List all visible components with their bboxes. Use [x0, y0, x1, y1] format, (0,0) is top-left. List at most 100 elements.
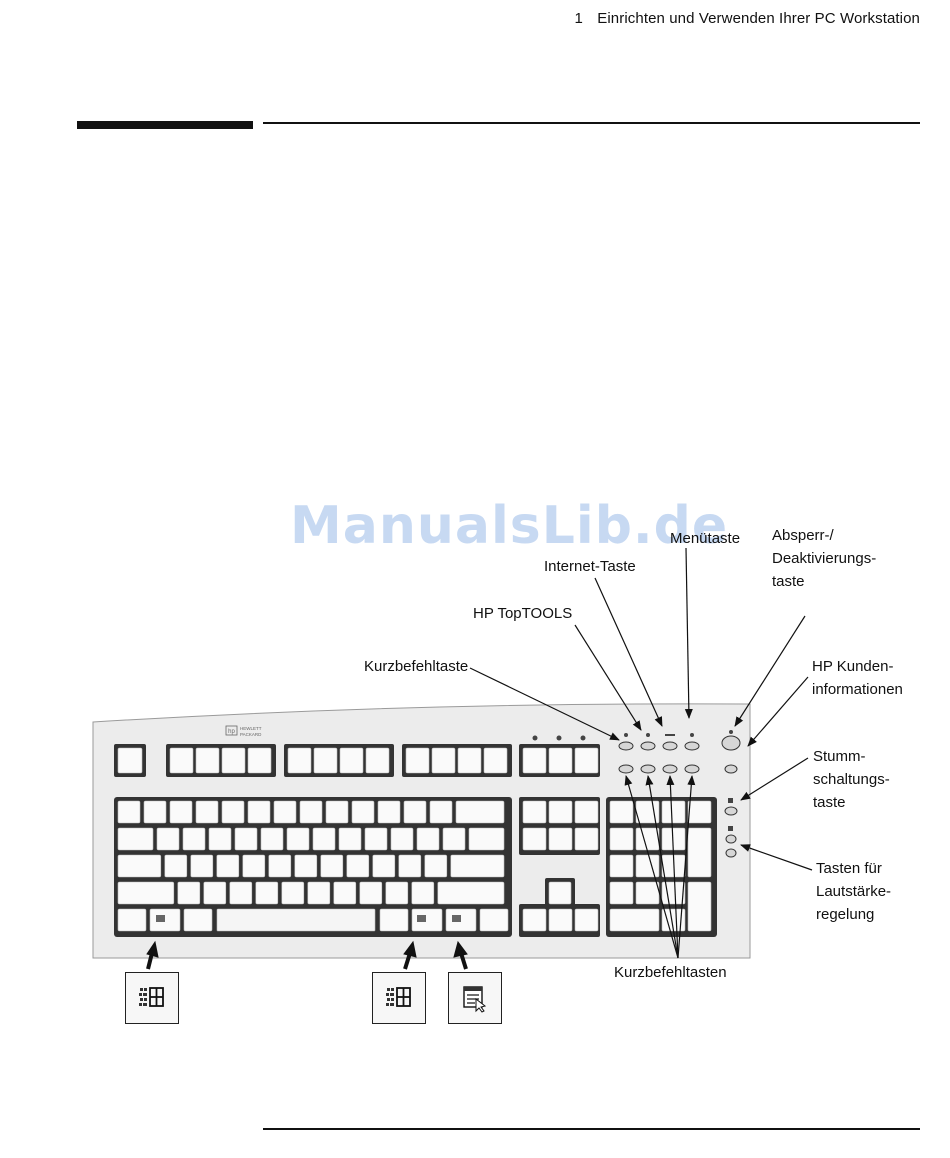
keycap	[269, 855, 291, 877]
menu-key-glyph	[452, 915, 461, 922]
keycap	[484, 748, 507, 773]
keycap	[399, 855, 421, 877]
keycap	[248, 748, 271, 773]
keycap	[688, 828, 711, 877]
keycap	[282, 882, 304, 904]
keycap	[334, 882, 356, 904]
keycap	[412, 882, 434, 904]
keycap	[430, 801, 452, 823]
label-kurzbefehltasten: Kurzbefehltasten	[614, 961, 727, 984]
shortcut-indicator-4	[690, 733, 694, 737]
keycap	[523, 801, 546, 823]
label-laut-line1: Tasten für	[816, 857, 882, 880]
keycap	[391, 828, 413, 850]
kunden-callout	[748, 677, 808, 746]
keycap	[347, 855, 369, 877]
windows-key-glyph-left	[156, 915, 165, 922]
lock-button	[722, 736, 740, 750]
keycap	[366, 748, 389, 773]
keycap	[118, 855, 161, 877]
keycap	[118, 748, 142, 773]
label-kunden-line2: informationen	[812, 678, 903, 701]
volume-down-button	[726, 849, 736, 857]
keycap	[178, 882, 200, 904]
label-stumm-line2: schaltungs-	[813, 768, 890, 791]
keycap	[523, 828, 546, 850]
keycap	[222, 801, 244, 823]
keycap	[549, 882, 571, 904]
keycap	[451, 855, 504, 877]
keycap	[274, 801, 296, 823]
keycap	[144, 801, 166, 823]
keycap	[196, 748, 219, 773]
keycap	[549, 828, 572, 850]
keycap	[321, 855, 343, 877]
label-laut-line2: Lautstärke-	[816, 880, 891, 903]
keycap	[288, 748, 311, 773]
volume-up-button	[726, 835, 736, 843]
svg-text:hp: hp	[228, 729, 235, 735]
menutaste-callout	[686, 548, 689, 718]
lock-indicator	[729, 730, 733, 734]
shortcut-indicator-3	[665, 734, 675, 736]
keycap	[360, 882, 382, 904]
keycap	[217, 855, 239, 877]
keycap	[523, 909, 546, 931]
keycap	[425, 855, 447, 877]
brand-line2: PACKARD	[240, 732, 262, 737]
keycap	[287, 828, 309, 850]
keycap	[248, 801, 270, 823]
keycap	[443, 828, 465, 850]
keycap	[365, 828, 387, 850]
keycap	[417, 828, 439, 850]
shortcut-button-1	[619, 742, 633, 750]
keycap	[170, 748, 193, 773]
keycap	[243, 855, 265, 877]
keycap	[191, 855, 213, 877]
keycap	[118, 801, 140, 823]
keycap	[326, 801, 348, 823]
keycap	[636, 828, 659, 850]
keycap	[222, 748, 245, 773]
keycap	[438, 882, 504, 904]
keycap	[184, 909, 212, 931]
spacebar	[217, 909, 375, 931]
label-absperr-line2: Deaktivierungs-	[772, 547, 876, 570]
label-stumm-line1: Stumm-	[813, 745, 866, 768]
keycap	[308, 882, 330, 904]
keycap	[480, 909, 508, 931]
label-hp-toptools: HP TopTOOLS	[473, 602, 572, 625]
stumm-callout	[741, 758, 808, 800]
keycap	[204, 882, 226, 904]
absperr-callout	[735, 616, 805, 726]
keycap	[432, 748, 455, 773]
shortcut-button-7	[663, 765, 677, 773]
volume-icon	[728, 826, 733, 831]
status-led-2	[557, 736, 562, 741]
shortcut-button-2	[641, 742, 655, 750]
keycap	[256, 882, 278, 904]
keycap	[610, 909, 659, 931]
label-menutaste: Menütaste	[670, 527, 740, 550]
status-led-3	[581, 736, 586, 741]
label-kurzbefehltaste: Kurzbefehltaste	[364, 655, 468, 678]
keycap	[610, 855, 633, 877]
keycap	[313, 828, 335, 850]
shortcut-indicator-2	[646, 733, 650, 737]
customer-info-button	[725, 765, 737, 773]
keycap	[688, 801, 711, 823]
shortcut-button-8	[685, 765, 699, 773]
application-menu-icon	[448, 972, 502, 1024]
label-laut-line3: regelung	[816, 903, 874, 926]
keycap	[352, 801, 374, 823]
keycap	[386, 882, 408, 904]
mute-icon	[728, 798, 733, 803]
keycap	[412, 909, 442, 931]
keycap	[469, 828, 504, 850]
keycap	[575, 909, 598, 931]
mute-button	[725, 807, 737, 815]
label-stumm-line3: taste	[813, 791, 846, 814]
keycap	[118, 882, 174, 904]
keycap	[300, 801, 322, 823]
shortcut-indicator-1	[624, 733, 628, 737]
